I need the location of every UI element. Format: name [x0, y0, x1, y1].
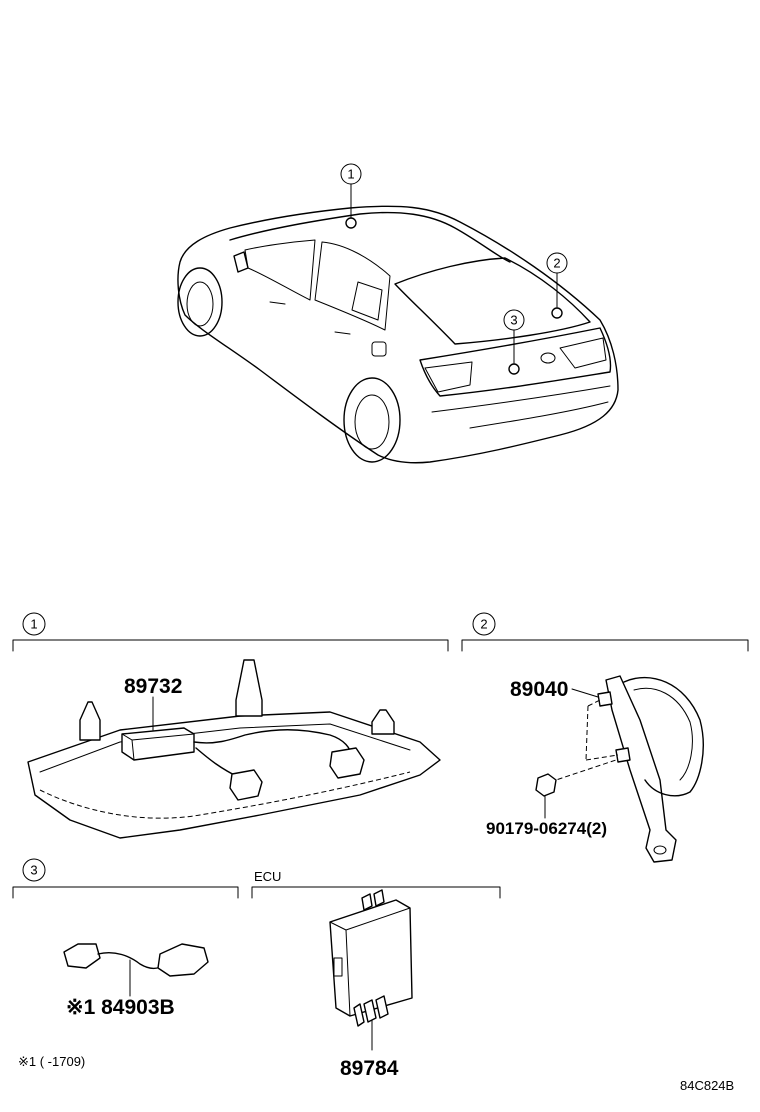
car-illustration — [177, 205, 619, 464]
sub-harness-drawing — [63, 943, 209, 997]
svg-text:2: 2 — [480, 617, 487, 632]
part-number-89732: 89732 — [124, 675, 182, 698]
ecu-label: ECU — [254, 869, 281, 884]
part-number-89040: 89040 — [510, 678, 568, 701]
ecu-drawing — [329, 889, 413, 1051]
svg-text:1: 1 — [30, 617, 37, 632]
diagram-code: 84C824B — [680, 1078, 734, 1093]
section-3-header: 3 — [12, 858, 239, 899]
location-markers — [345, 183, 563, 375]
ecu-header — [251, 886, 501, 899]
callout-3: 3 — [503, 309, 525, 331]
section-2-header: 2 — [461, 612, 749, 652]
svg-text:3: 3 — [510, 313, 517, 328]
bracket-sensor-drawing — [535, 675, 704, 863]
part-number-89784: 89784 — [340, 1057, 399, 1080]
callout-1: 1 — [340, 163, 362, 185]
section-1-header: 1 — [12, 612, 449, 652]
svg-text:2: 2 — [553, 256, 560, 271]
svg-text:1: 1 — [347, 167, 354, 182]
callout-2: 2 — [546, 252, 568, 274]
svg-text:3: 3 — [30, 863, 37, 878]
overhead-console-drawing — [27, 659, 441, 839]
part-number-90179-06274: 90179-06274(2) — [486, 819, 607, 838]
footnote: ※1 ( -1709) — [18, 1054, 85, 1069]
part-number-84903b: ※1 84903B — [66, 996, 175, 1019]
